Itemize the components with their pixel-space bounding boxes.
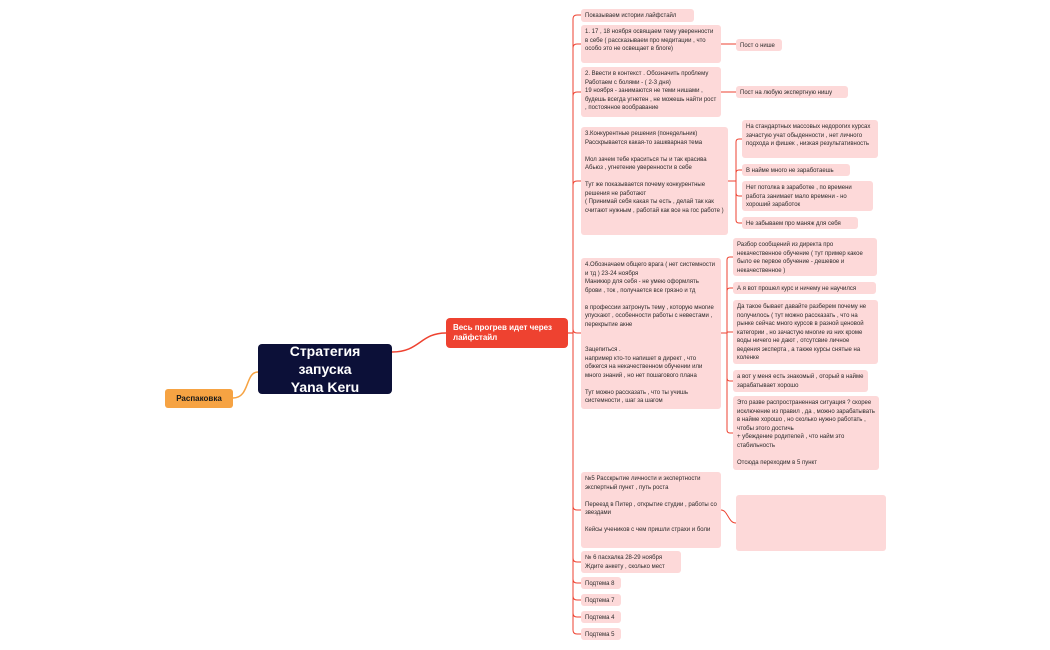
subtopic-context-pains[interactable]: 2. Ввести в контекст . Обозначить пробле… <box>581 67 721 117</box>
subtopic-7[interactable]: Подтема 7 <box>581 594 621 606</box>
detail-why-not-working[interactable]: Да такое бывает давайте разберем почему … <box>733 300 878 364</box>
subtopic-easter-egg[interactable]: № 6 пасхалка 28-29 ноября Ждите анкету ,… <box>581 551 681 573</box>
connector-topic-1 <box>572 43 581 333</box>
connector-topic-3 <box>572 180 581 333</box>
connector-topic-6 <box>572 333 581 563</box>
connector-topic-0 <box>572 14 581 333</box>
connector-topic-5 <box>572 333 581 511</box>
detail-acquaintance-employed[interactable]: а вот у меня есть знакомый , оторый в на… <box>733 370 868 392</box>
connector-topic-4 <box>572 328 581 334</box>
detail-dm-analysis[interactable]: Разбор сообщений из директа про некачест… <box>733 238 877 276</box>
subtopic-lifestyle-stories[interactable]: Показываем истории лайфстайл <box>581 9 694 22</box>
subtopic-competitor-solutions[interactable]: 3.Конкурентные решения (понедельник) Рас… <box>581 127 728 235</box>
detail-niche-post[interactable]: Пост о нише <box>736 39 782 51</box>
central-topic[interactable]: Стратегия запуска Yana Keru <box>258 343 392 395</box>
connector-root-main <box>391 332 447 353</box>
connector-topic-10 <box>572 333 581 635</box>
subtopic-4[interactable]: Подтема 4 <box>581 611 621 623</box>
subtopic-8[interactable]: Подтема 8 <box>581 577 621 589</box>
subtopic-confidence[interactable]: 1. 17 , 18 ноября освящаем тему уверенно… <box>581 25 721 63</box>
detail-employment-earnings[interactable]: В найме много не заработаешь <box>742 164 850 176</box>
connector-root-left <box>232 371 259 399</box>
subtopic-common-enemy[interactable]: 4.Обозначаем общего врага ( нет системно… <box>581 258 721 409</box>
detail-exception-rule[interactable]: Это разве распространенная ситуация ? ск… <box>733 396 879 470</box>
detail-manicure-for-self[interactable]: Не забываем про маняж для себя <box>742 217 858 229</box>
subtopic-personality-expertise[interactable]: №5 Расскрытие личности и экспертности эк… <box>581 472 721 548</box>
connector-topic-8 <box>572 333 581 601</box>
connector-topic-9 <box>572 333 581 618</box>
detail-empty[interactable] <box>736 495 886 551</box>
detail-course-no-learning[interactable]: А я вот прошел курс и ничему не научился <box>733 282 876 294</box>
main-topic-lifestyle[interactable]: Весь прогрев идет через лайфстайл <box>446 318 568 348</box>
connector-topic-7 <box>572 333 581 584</box>
connector-topic5-detail <box>720 509 737 524</box>
subtopic-5[interactable]: Подтема 5 <box>581 628 621 640</box>
connector-topic-2 <box>572 91 581 333</box>
detail-expert-niche-post[interactable]: Пост на любую экспертную нишу <box>736 86 848 98</box>
topic-unpacking[interactable]: Распаковка <box>165 389 233 408</box>
detail-mass-courses[interactable]: На стандартных массовых недорогих курсах… <box>742 120 878 158</box>
detail-no-earnings-ceiling[interactable]: Нет потолка в заработке , по времени раб… <box>742 181 873 211</box>
